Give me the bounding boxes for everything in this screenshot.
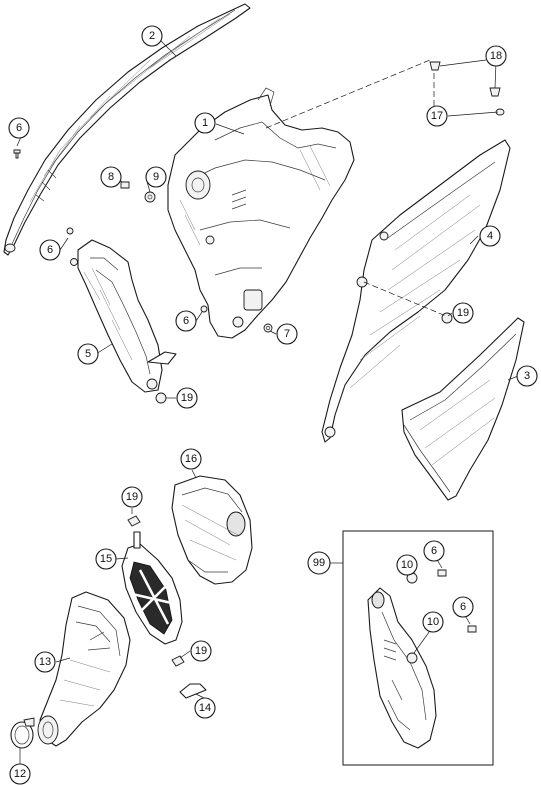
svg-text:6: 6 xyxy=(431,545,437,557)
callout-19-bracket: 19 xyxy=(176,387,198,409)
hardware-screw-8 xyxy=(120,181,130,189)
part-5-bracket xyxy=(70,239,177,393)
svg-text:16: 16 xyxy=(185,453,197,465)
callout-8: 8 xyxy=(100,166,122,188)
svg-text:6: 6 xyxy=(460,601,466,613)
svg-text:5: 5 xyxy=(85,348,91,360)
svg-text:12: 12 xyxy=(14,768,26,780)
svg-text:6: 6 xyxy=(16,122,22,134)
callout-6-kit-upper: 6 xyxy=(423,540,445,562)
svg-text:13: 13 xyxy=(39,656,51,668)
hardware-screw-6a xyxy=(13,149,21,159)
callout-19-filter-bottom: 19 xyxy=(190,640,212,662)
callout-2: 2 xyxy=(141,25,163,47)
callout-6-bracket-screw: 6 xyxy=(39,239,61,261)
part-3-number-plate xyxy=(401,317,525,501)
callout-99: 99 xyxy=(307,551,331,575)
svg-text:6: 6 xyxy=(183,315,189,327)
hardware-screw-6b xyxy=(66,227,74,235)
svg-text:15: 15 xyxy=(100,553,112,565)
leader-lines xyxy=(16,39,519,764)
svg-text:17: 17 xyxy=(431,110,443,122)
part-16-filter-cover xyxy=(171,475,253,585)
callout-7: 7 xyxy=(276,323,298,345)
svg-text:9: 9 xyxy=(153,171,159,183)
callout-13: 13 xyxy=(34,651,56,673)
callout-3: 3 xyxy=(516,365,538,387)
hardware-bolt-18 xyxy=(429,61,501,97)
svg-text:2: 2 xyxy=(149,30,155,42)
callout-18: 18 xyxy=(485,45,507,67)
callout-12: 12 xyxy=(9,763,31,785)
svg-text:1: 1 xyxy=(202,117,208,129)
hardware-screw-6c xyxy=(200,305,208,313)
svg-text:3: 3 xyxy=(524,370,530,382)
part-15-filter-cage xyxy=(121,531,183,645)
callout-6-airbox-screw: 6 xyxy=(175,310,197,332)
callout-6-kit-lower: 6 xyxy=(452,596,474,618)
svg-text:99: 99 xyxy=(313,557,325,569)
part-13-intake-boot xyxy=(37,591,131,747)
hardware-grommet-19b xyxy=(441,312,453,324)
part-14-clip xyxy=(179,683,207,699)
svg-text:10: 10 xyxy=(427,616,439,628)
svg-text:10: 10 xyxy=(401,559,413,571)
svg-text:19: 19 xyxy=(195,645,207,657)
svg-text:18: 18 xyxy=(490,50,502,62)
callout-5: 5 xyxy=(77,343,99,365)
svg-text:14: 14 xyxy=(199,702,211,714)
svg-text:6: 6 xyxy=(47,244,53,256)
callout-14: 14 xyxy=(194,697,216,719)
svg-text:19: 19 xyxy=(181,392,193,404)
svg-text:8: 8 xyxy=(108,171,114,183)
hardware-grommet-19d xyxy=(171,655,185,667)
callout-19-filter-top: 19 xyxy=(121,486,143,508)
callout-16: 16 xyxy=(180,448,202,470)
part-12-hose-clamp xyxy=(10,717,35,749)
callout-10-kit-lower: 10 xyxy=(422,611,444,633)
part-4-side-cover xyxy=(321,139,511,443)
callout-9: 9 xyxy=(145,166,167,188)
svg-text:4: 4 xyxy=(487,230,493,242)
callout-4: 4 xyxy=(479,225,501,247)
part-2-side-strip xyxy=(3,3,251,256)
hardware-nut-7 xyxy=(263,323,273,333)
hardware-grommet-19c xyxy=(127,515,141,527)
kit-99-box xyxy=(330,530,494,766)
callout-19-cover: 19 xyxy=(452,302,474,324)
svg-text:19: 19 xyxy=(457,307,469,319)
callout-6-strip-screw: 6 xyxy=(8,117,30,139)
callout-1: 1 xyxy=(194,112,216,134)
callout-10-kit-upper: 10 xyxy=(396,554,418,576)
hardware-washer-9 xyxy=(144,191,156,203)
svg-text:19: 19 xyxy=(126,491,138,503)
svg-text:7: 7 xyxy=(284,328,290,340)
callout-15: 15 xyxy=(95,548,117,570)
callout-17: 17 xyxy=(426,105,448,127)
part-1-airbox xyxy=(167,87,355,339)
hardware-grommet-19a xyxy=(155,392,167,404)
